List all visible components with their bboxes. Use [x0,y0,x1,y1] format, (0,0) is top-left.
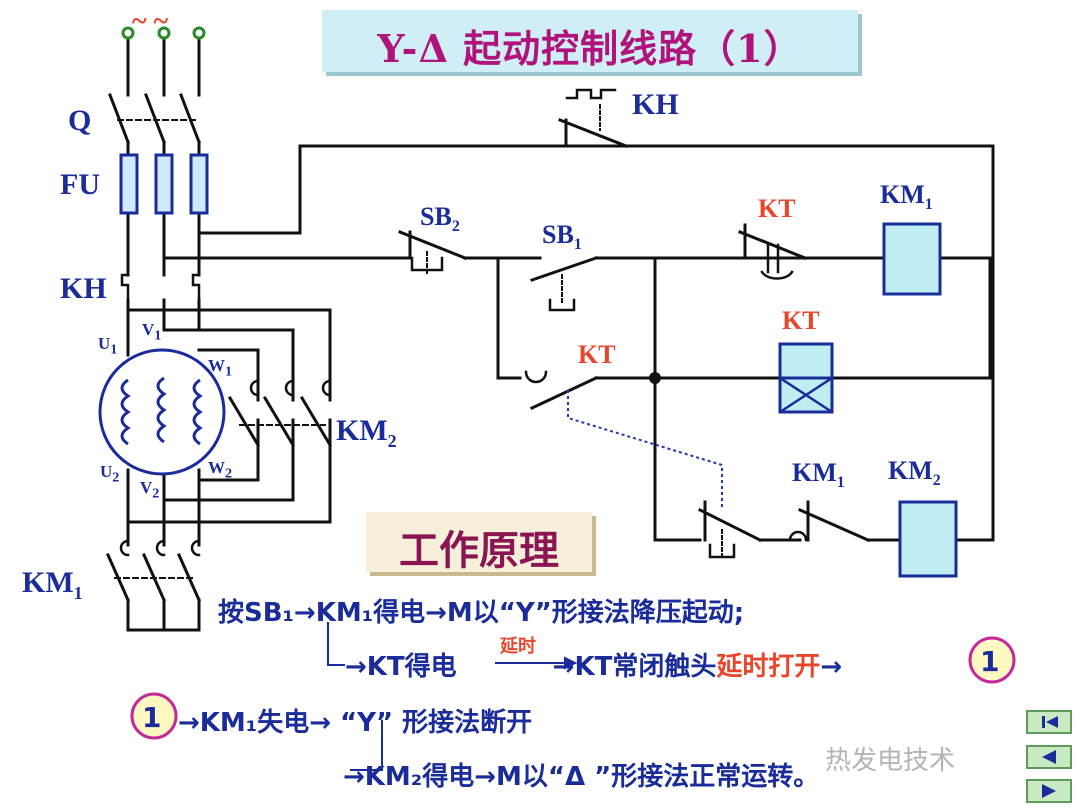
km1-main-contacts [106,539,201,632]
km2-branch [697,500,992,561]
desc-line-4: →KM₂得电→M以“Δ ”形接法正常运转。 [343,762,820,792]
description-arrows [327,622,578,771]
main-wires [126,211,201,357]
label-q: Q [68,104,92,137]
play-back-icon [1042,750,1056,764]
principle-heading: 工作原理 [399,527,559,574]
label-w2: W2 [208,458,233,482]
label-sb2: SB2 [420,202,460,236]
tilde-label: ~ ~ [132,6,169,37]
junction-dot [649,372,661,384]
desc-line-1: 按SB₁→KM₁得电→M以“Y”形接法降压起动; [218,598,745,628]
label-kt-coil: KT [782,306,820,335]
nav-first-button[interactable] [1026,710,1072,734]
label-kt-contact-top: KT [758,194,796,223]
right-rail [938,256,992,380]
control-branch [496,256,992,542]
label-km1-coil: KM1 [880,180,933,214]
nav-prev-button[interactable] [1026,745,1072,769]
circle-badge-1: 1 [980,645,1000,678]
kt-mechanical-link [567,390,723,510]
label-kt-contact: KT [578,340,616,369]
label-w1: W1 [208,356,233,380]
label-u2: U2 [100,462,120,486]
switch-q [108,93,201,157]
km2-main-contacts [227,379,333,448]
desc-line-3: →KM₁失电→ “Y” 形接法断开 [178,708,533,738]
label-fu: FU [60,168,100,201]
nav-next-button[interactable] [1026,779,1072,803]
label-km2-main: KM2 [336,414,397,451]
desc-delay-label: 延时 [500,636,536,657]
circle-badges [130,636,1016,740]
circle-badge-2: 1 [142,701,162,734]
label-km1-main: KM1 [22,566,83,603]
label-kh-top: KH [632,88,679,121]
principle-box: 工作原理 [366,512,592,574]
km1-coil [882,222,942,296]
play-forward-icon [1042,784,1056,798]
label-v2: V2 [140,478,160,502]
motor [98,348,226,476]
label-u1: U1 [98,334,118,358]
motor-bottom-leads [126,468,201,547]
thermal-overload [120,273,201,302]
kt-coil [778,342,834,414]
kt-delay-contact [738,223,807,280]
kh-contact [558,88,628,148]
desc-line-2: →KT得电→KT常闭触头延时打开→ [345,652,843,682]
terminal-circles [121,26,206,40]
control-taps [162,144,995,542]
label-sb1: SB1 [542,220,582,254]
page-title: Y-Δ 起动控制线路（1） [377,26,803,71]
supply-terminals [126,33,201,97]
label-km2-coil: KM2 [888,456,941,490]
label-km1-contact: KM1 [792,458,845,492]
skip-first-icon [1042,716,1058,728]
label-v1: V1 [142,320,162,344]
label-kh-left: KH [60,272,107,305]
sb2-button [398,230,542,276]
watermark: 热发电技术 [825,746,956,776]
title-box: Y-Δ 起动控制线路（1） [322,10,858,72]
km2-coil [898,500,958,578]
fuses [119,153,209,215]
